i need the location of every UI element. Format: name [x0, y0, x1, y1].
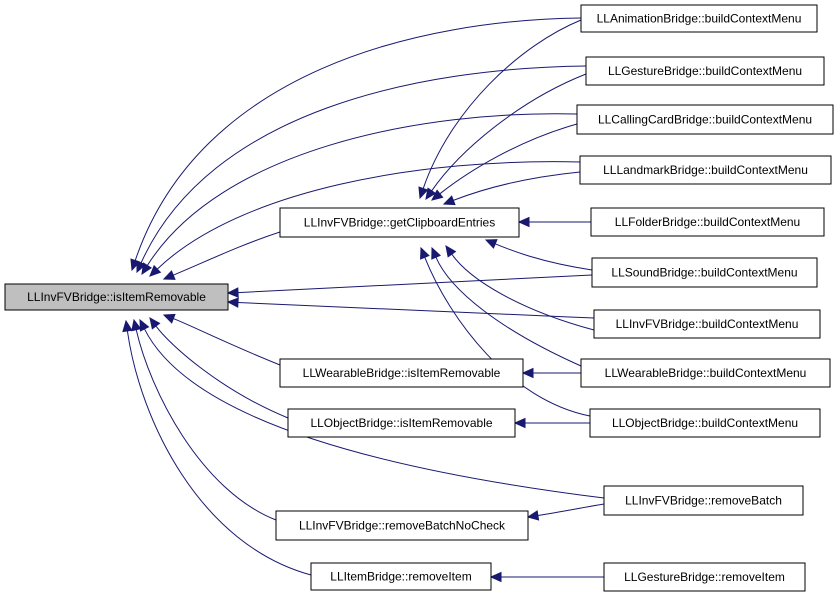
- node-llfolderbridge-buildcontextmenu[interactable]: LLFolderBridge::buildContextMenu: [590, 207, 825, 237]
- arrowhead-n_gest-to-n_root: [136, 260, 147, 274]
- edge-n_wear_rem-to-n_root: [173, 318, 281, 366]
- node-llinvfvbridge-removebatch[interactable]: LLInvFVBridge::removeBatch: [603, 485, 804, 516]
- node-label: LLAnimationBridge::buildContextMenu: [597, 12, 802, 26]
- arrowhead-n_gest-to-n_getclip: [425, 187, 437, 201]
- node-label: LLInvFVBridge::buildContextMenu: [616, 317, 799, 331]
- edge-n_obj_rem-to-n_root: [155, 325, 289, 419]
- node-label: LLInvFVBridge::getClipboardEntries: [304, 216, 495, 230]
- node-label: LLGestureBridge::buildContextMenu: [608, 64, 802, 78]
- arrowhead-n_wear_rem-to-n_root: [162, 313, 176, 324]
- node-label: LLCallingCardBridge::buildContextMenu: [598, 113, 812, 127]
- arrowhead-n_item_rem-to-n_root: [122, 319, 133, 333]
- edge-n_anim-to-n_root: [134, 17, 582, 261]
- edge-n_gest-to-n_root: [140, 65, 587, 264]
- node-label: LLFolderBridge::buildContextMenu: [615, 215, 800, 229]
- edge-n_call-to-n_root: [146, 113, 578, 266]
- node-llwearablebridge-isitemremovable[interactable]: LLWearableBridge::isItemRemovable: [279, 358, 524, 388]
- edge-n_obj_ctx-to-n_getclip: [424, 257, 591, 417]
- node-label: LLItemBridge::removeItem: [330, 570, 471, 584]
- arrowhead-n_land-to-n_root: [149, 264, 162, 277]
- node-label: LLSoundBridge::buildContextMenu: [611, 266, 797, 280]
- node-llinvfvbridge-isitemremovable[interactable]: LLInvFVBridge::isItemRemovable: [4, 283, 229, 311]
- arrowhead-n_fold-to-n_getclip: [517, 216, 530, 228]
- edge-n_land-to-n_root: [156, 161, 581, 270]
- arrowhead-n_sound-to-n_getclip: [484, 239, 498, 249]
- edge-n_sound-to-n_root: [237, 274, 593, 294]
- edge-n_land-to-n_getclip: [453, 171, 581, 201]
- arrowhead-n_wear_ctx-to-n_wear_rem: [521, 367, 534, 379]
- node-llanimationbridge-buildcontextmenu[interactable]: LLAnimationBridge::buildContextMenu: [580, 4, 818, 33]
- edge-n_sound-to-n_getclip: [495, 243, 593, 271]
- node-label: LLLandmarkBridge::buildContextMenu: [603, 163, 808, 177]
- arrowhead-n_rb-to-n_rbnc: [526, 510, 540, 521]
- node-lllandmarkbridge-buildcontextmenu[interactable]: LLLandmarkBridge::buildContextMenu: [579, 155, 832, 185]
- node-label: LLWearableBridge::isItemRemovable: [303, 366, 501, 380]
- node-label: LLWearableBridge::buildContextMenu: [605, 366, 807, 380]
- node-label: LLObjectBridge::buildContextMenu: [612, 416, 798, 430]
- edge-n_invfv_ctx-to-n_root: [237, 302, 595, 319]
- edge-n_gest-to-n_getclip: [431, 73, 587, 192]
- node-llobjectbridge-isitemremovable[interactable]: LLObjectBridge::isItemRemovable: [287, 408, 516, 438]
- node-label: LLObjectBridge::isItemRemovable: [310, 416, 492, 430]
- edge-n_anim-to-n_getclip: [422, 19, 582, 189]
- edge-n_call-to-n_getclip: [439, 123, 578, 195]
- node-label: LLGestureBridge::removeItem: [624, 570, 785, 584]
- node-label: LLInvFVBridge::removeBatchNoCheck: [299, 519, 506, 533]
- arrowhead-n_getclip-to-n_root: [162, 270, 176, 280]
- node-llitembridge-removeitem[interactable]: LLItemBridge::removeItem: [310, 562, 492, 591]
- node-llinvfvbridge-buildcontextmenu[interactable]: LLInvFVBridge::buildContextMenu: [593, 309, 821, 339]
- node-label: LLInvFVBridge::isItemRemovable: [27, 290, 206, 304]
- arrowhead-n_anim-to-n_getclip: [418, 186, 429, 200]
- node-llgesturebridge-removeitem[interactable]: LLGestureBridge::removeItem: [603, 562, 806, 592]
- arrowhead-n_call-to-n_root: [141, 262, 153, 276]
- arrowhead-n_wear_ctx-to-n_getclip: [431, 246, 441, 260]
- node-llinvfvbridge-removebatchnocheck[interactable]: LLInvFVBridge::removeBatchNoCheck: [275, 510, 529, 541]
- node-llsoundbridge-buildcontextmenu[interactable]: LLSoundBridge::buildContextMenu: [591, 257, 818, 288]
- node-llwearablebridge-buildcontextmenu[interactable]: LLWearableBridge::buildContextMenu: [580, 358, 831, 388]
- arrowhead-n_invfv_ctx-to-n_root: [226, 297, 239, 308]
- arrowhead-n_land-to-n_getclip: [442, 195, 456, 206]
- nodes-layer: LLInvFVBridge::isItemRemovable LLInvFVBr…: [4, 4, 834, 592]
- node-llcallingcardbridge-buildcontextmenu[interactable]: LLCallingCardBridge::buildContextMenu: [576, 104, 834, 135]
- arrowhead-n_rbnc-to-n_root: [131, 318, 142, 332]
- node-llinvfvbridge-getclipboardentries[interactable]: LLInvFVBridge::getClipboardEntries: [279, 207, 520, 238]
- edge-n_getclip-to-n_root: [173, 231, 281, 276]
- node-llobjectbridge-buildcontextmenu[interactable]: LLObjectBridge::buildContextMenu: [589, 408, 821, 438]
- arrowhead-n_obj_ctx-to-n_obj_rem: [513, 417, 526, 429]
- edge-n_rbnc-to-n_root: [135, 329, 277, 521]
- arrowhead-n_rb-to-n_root: [139, 318, 150, 332]
- node-label: LLInvFVBridge::removeBatch: [625, 494, 782, 508]
- arrowhead-n_sound-to-n_root: [226, 287, 239, 298]
- arrowhead-n_call-to-n_getclip: [431, 189, 444, 201]
- edge-n_rb-to-n_rbnc: [537, 503, 605, 516]
- arrowhead-n_gest_rem-to-n_item_rem: [489, 571, 502, 583]
- node-llgesturebridge-buildcontextmenu[interactable]: LLGestureBridge::buildContextMenu: [585, 56, 825, 86]
- edges-layer: [122, 17, 605, 583]
- arrowhead-n_invfv_ctx-to-n_getclip: [445, 245, 457, 258]
- edge-n_item_rem-to-n_root: [126, 330, 312, 576]
- edge-n_invfv_ctx-to-n_getclip: [451, 253, 595, 331]
- arrowhead-n_obj_rem-to-n_root: [149, 317, 161, 330]
- edge-n_wear_ctx-to-n_getclip: [435, 256, 582, 367]
- arrowhead-n_obj_ctx-to-n_getclip: [420, 246, 430, 260]
